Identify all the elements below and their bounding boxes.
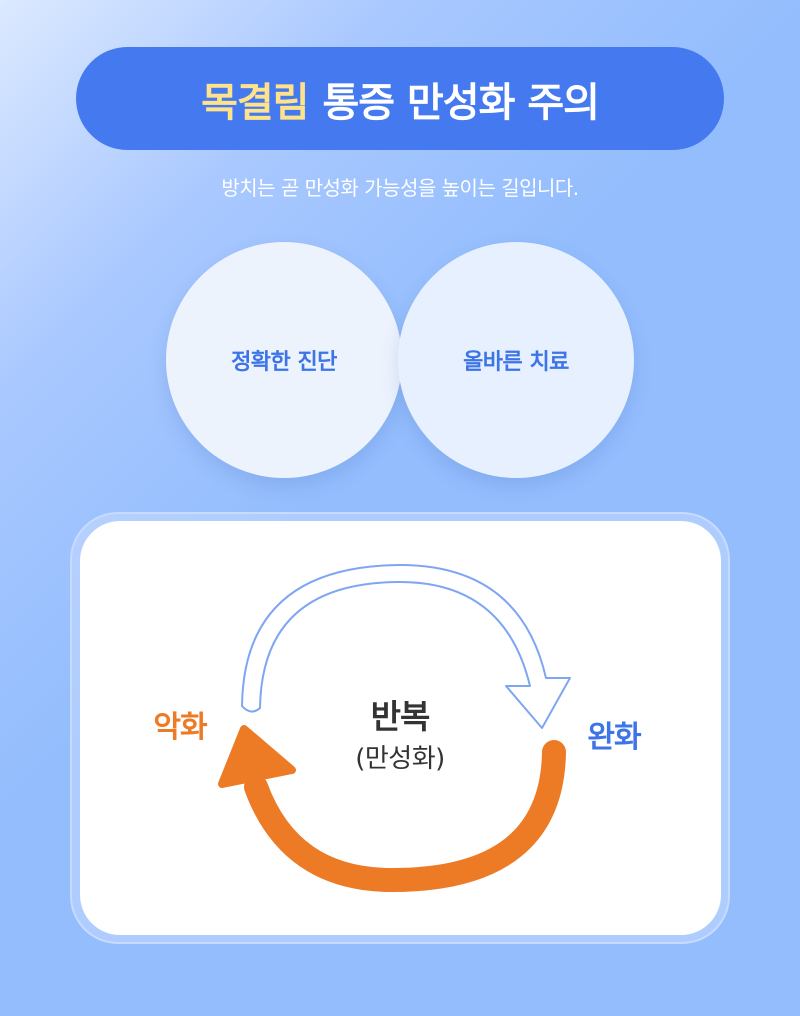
treatment-circle: 올바른 치료 [398, 242, 634, 478]
title-highlight: 목결림 [201, 79, 309, 126]
chronic-label: (만성화) [355, 744, 445, 774]
outline-curved-arrow-icon [241, 564, 571, 729]
subtitle: 방치는 곧 만성화 가능성을 높이는 길입니다. [221, 176, 579, 200]
diagnosis-label: 정확한 진단 [231, 350, 337, 375]
repeat-label: 반복 [370, 697, 431, 736]
solid-curved-arrow-icon [244, 740, 566, 893]
worsening-label: 악화 [153, 710, 207, 745]
diagnosis-circle: 정확한 진단 [166, 242, 402, 478]
solid-arrow-head-icon [218, 725, 296, 788]
title-banner: 목결림 통증 만성화 주의 [76, 47, 724, 150]
relief-label: 완화 [587, 720, 641, 755]
treatment-label: 올바른 치료 [463, 350, 569, 375]
title-rest: 통증 만성화 주의 [322, 79, 599, 126]
cycle-card [80, 521, 721, 935]
